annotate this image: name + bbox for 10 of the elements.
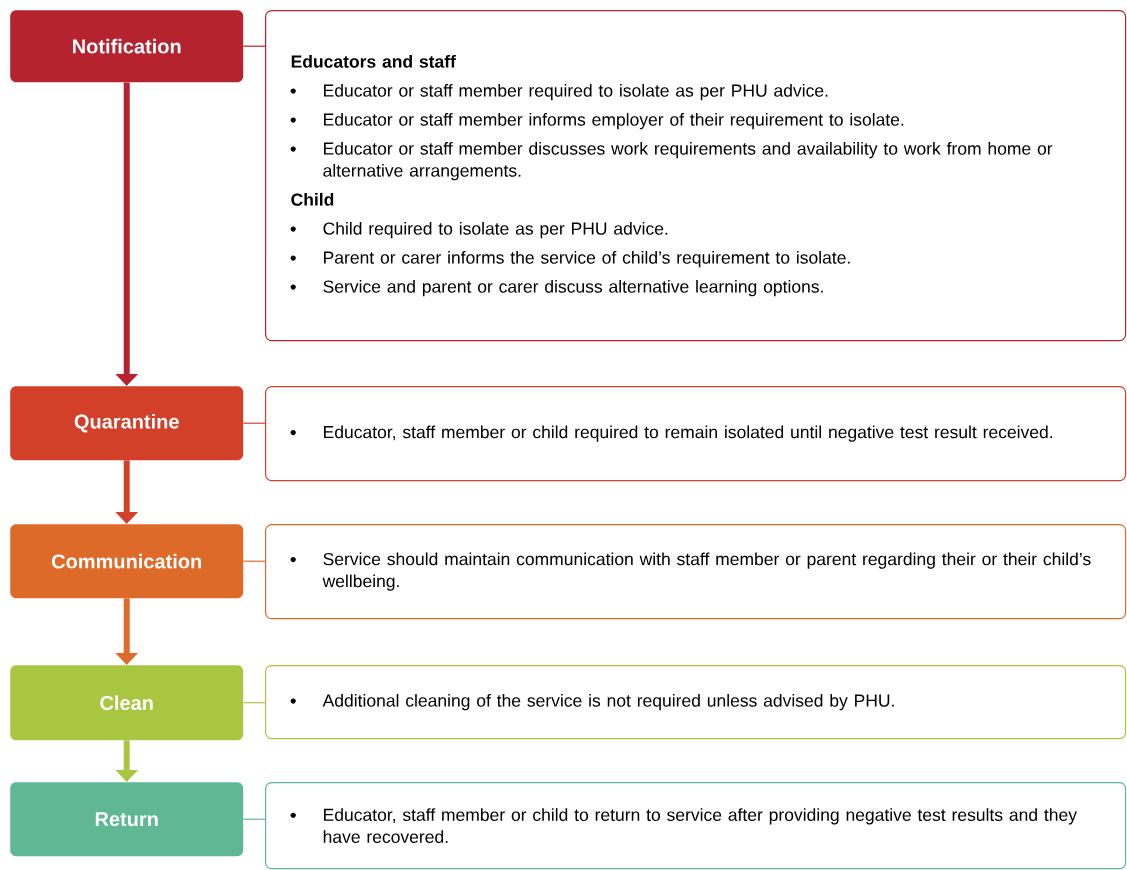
stage-box: Notification bbox=[10, 10, 244, 83]
stage-box: Return bbox=[10, 782, 244, 857]
content-box: Educator, staff member or child to return to service after providing negative test results and they have recovered. bbox=[265, 782, 1127, 870]
content-box: Educators and staff Educator or staff member required to isolate as per PHU advice. Educator or staff member informs employer of their requirement to isolate. Educator or staff member discusses work requirements and availability to work from home or alternative arrangements. Child Child required to isolate as per PHU advice. Parent or carer informs the service of child’s requirement to isolate. Service and parent or carer discuss alternative learning options. bbox=[265, 10, 1127, 342]
content-box: Educator, staff member or child required to remain isolated until negative test result received. bbox=[265, 386, 1127, 482]
stage-box: Quarantine bbox=[10, 386, 244, 461]
stage-box: Communication bbox=[10, 524, 244, 599]
stage-box: Clean bbox=[10, 665, 244, 741]
content-box: Additional cleaning of the service is not required unless advised by PHU. bbox=[265, 665, 1127, 740]
content-box: Service should maintain communication with staff member or parent regarding their or their child’s wellbeing. bbox=[265, 524, 1127, 620]
